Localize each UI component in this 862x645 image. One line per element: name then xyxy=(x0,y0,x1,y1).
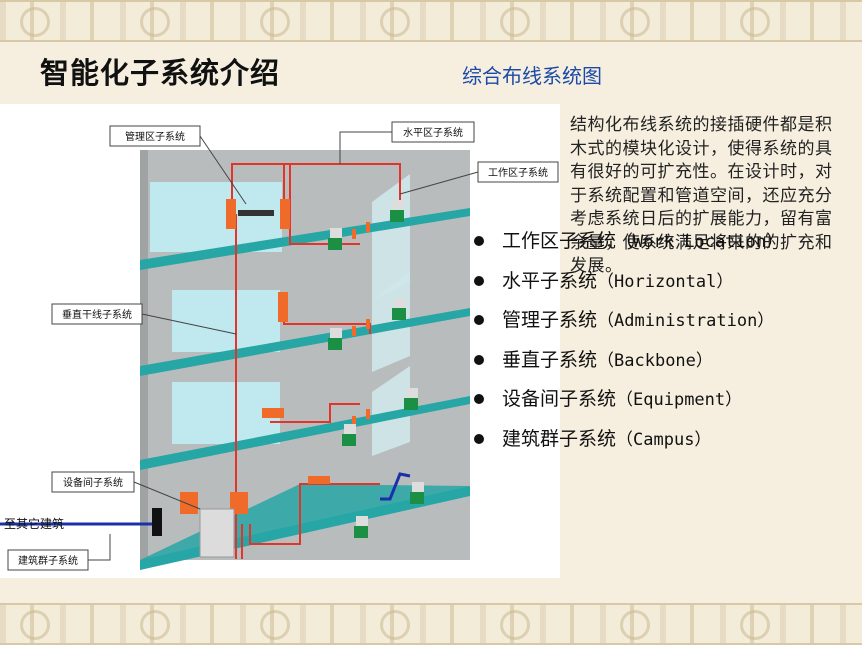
label-vertical: 垂直干线子系统 xyxy=(62,308,132,321)
list-item: 工作区子系统（Work Location） xyxy=(470,226,783,266)
bullet-icon xyxy=(474,236,484,246)
description-text: 结构化布线系统的接插硬件都是积木式的模块化设计，使得系统的具有很好的可扩充性。在… xyxy=(570,115,833,276)
label-campus: 建筑群子系统 xyxy=(18,554,78,567)
bullet-icon xyxy=(474,433,484,444)
diagram-title: 综合布线系统图 xyxy=(462,64,602,88)
list-item: 设备间子系统（Equipment） xyxy=(470,384,783,424)
cabling-system-diagram: 管理区子系统 水平区子系统 工作区子系统 垂直干线子系统 设备间子系统 建筑群子… xyxy=(0,104,560,578)
window xyxy=(172,290,280,352)
equipment-rack xyxy=(199,508,235,558)
label-horizontal: 水平区子系统 xyxy=(403,126,463,139)
hardware-blocks xyxy=(180,199,370,514)
floor-slab xyxy=(140,396,470,470)
bottom-decorative-band xyxy=(0,603,862,645)
list-item: 管理子系统（Administration） xyxy=(470,305,783,345)
building-wall-side xyxy=(140,150,148,560)
outdoor-cable xyxy=(0,472,411,526)
patch-panel xyxy=(238,210,274,216)
bullet-icon xyxy=(474,354,484,365)
partition-wall xyxy=(372,366,410,456)
list-item: 水平子系统（Horizontal） xyxy=(470,266,783,306)
floor-slab xyxy=(140,308,470,376)
bullet-icon xyxy=(474,315,484,325)
subsystem-list: 工作区子系统（Work Location） 水平子系统（Horizontal） … xyxy=(470,226,783,463)
terminals xyxy=(328,200,424,538)
label-equipment: 设备间子系统 xyxy=(63,476,123,489)
building-entrance xyxy=(152,508,162,536)
list-item: 建筑群子系统（Campus） xyxy=(470,424,783,464)
bullet-icon xyxy=(474,275,484,286)
label-management: 管理区子系统 xyxy=(125,130,185,143)
top-decorative-band xyxy=(0,0,862,42)
window xyxy=(150,182,282,252)
bullet-icon xyxy=(474,394,484,404)
slide-title: 智能化子系统介绍 xyxy=(40,56,281,90)
list-item: 垂直子系统（Backbone） xyxy=(470,345,783,385)
floor-slab xyxy=(140,208,470,270)
label-work-area: 工作区子系统 xyxy=(488,166,548,179)
leader-lines xyxy=(88,131,479,561)
label-to-other-building: 至其它建筑 xyxy=(4,516,64,531)
